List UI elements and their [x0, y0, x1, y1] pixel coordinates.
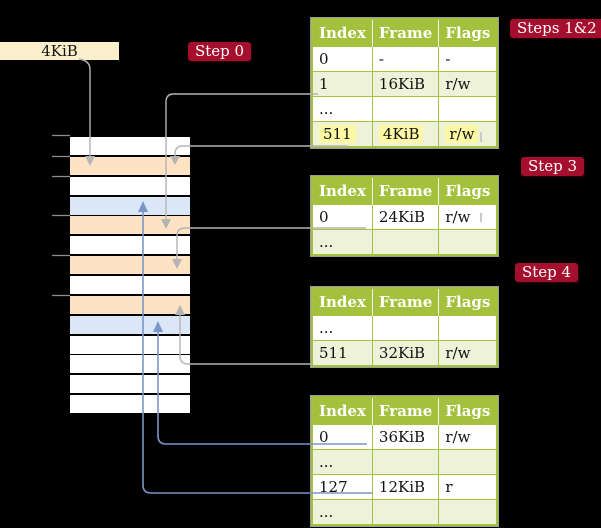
memory-frame-data-page: [70, 197, 190, 215]
memory-frame-page-table: [70, 256, 190, 274]
cell-flags: r/w: [438, 424, 498, 450]
table-row: ...: [311, 499, 498, 526]
page-table-level4: Index Frame Flags 0 - - 1 16KiB r/w ... …: [309, 17, 500, 149]
memory-frame-free: [70, 395, 190, 413]
cell-flags: r/w: [438, 71, 498, 97]
frame-boundary-ticks: [52, 134, 70, 297]
cell-flags: [438, 449, 498, 475]
memory-frame-free: [70, 177, 190, 195]
cell-flags: [438, 96, 498, 122]
step3-label: Step 3: [521, 157, 585, 176]
cell-frame: 12KiB: [371, 474, 440, 500]
col-header-frame: Frame: [371, 288, 439, 316]
table-row: 1 16KiB r/w: [311, 71, 498, 97]
cell-index: 511: [311, 121, 373, 148]
memory-frame-free: [70, 336, 190, 354]
highlighted-value: 4KiB: [378, 125, 424, 143]
col-header-index: Index: [312, 397, 373, 425]
memory-frame-free: [70, 137, 190, 155]
highlighted-value: r/w: [445, 125, 479, 143]
col-header-index: Index: [312, 177, 373, 205]
table-header-row: Index Frame Flags: [312, 19, 498, 47]
cell-frame: 16KiB: [371, 71, 440, 97]
cell-flags: r/w: [438, 340, 498, 367]
table-row: ...: [311, 449, 498, 475]
cell-index: ...: [311, 229, 373, 256]
table-header-row: Index Frame Flags: [312, 397, 498, 425]
cell-index: 1: [311, 71, 373, 97]
cell-flags: -: [438, 46, 498, 72]
col-header-flags: Flags: [438, 19, 498, 47]
cell-flags: r/w: [438, 204, 498, 230]
table-row: 0 36KiB r/w: [311, 424, 498, 450]
root-table-address-label: 4KiB: [41, 42, 78, 60]
cell-index: 0: [311, 424, 373, 450]
table-row: 0 24KiB r/w: [311, 204, 498, 230]
table-header-row: Index Frame Flags: [312, 288, 498, 316]
memory-frame-data-page: [70, 316, 190, 334]
memory-frame-page-table: [70, 216, 190, 234]
col-header-frame: Frame: [371, 19, 439, 47]
page-table-level2: Index Frame Flags ... 511 32KiB r/w: [309, 286, 500, 368]
col-header-index: Index: [312, 288, 373, 316]
table-row: 127 12KiB r: [311, 474, 498, 500]
table-row: ...: [311, 96, 498, 122]
cell-frame: 4KiB: [371, 121, 440, 148]
memory-frame-page-table: [70, 157, 190, 175]
cell-index: 0: [311, 204, 373, 230]
steps12-label: Steps 1&2: [510, 19, 601, 38]
physical-memory-strip: [70, 137, 190, 415]
cell-frame: [371, 315, 440, 341]
cell-index: 127: [311, 474, 373, 500]
step0-label: Step 0: [188, 42, 252, 61]
table-row: ...: [311, 315, 498, 341]
page-table-level1: Index Frame Flags 0 36KiB r/w ... 127 12…: [309, 395, 500, 527]
memory-frame-page-table: [70, 296, 190, 314]
page-table-level3: Index Frame Flags 0 24KiB r/w ...: [309, 175, 500, 257]
cell-index: ...: [311, 499, 373, 526]
table-row: 0 - -: [311, 46, 498, 72]
cell-flags: r: [438, 474, 498, 500]
cell-flags: r/w: [438, 121, 498, 148]
cell-frame: [371, 499, 440, 526]
cell-frame: [371, 449, 440, 475]
col-header-flags: Flags: [438, 397, 498, 425]
memory-frame-free: [70, 236, 190, 254]
cell-flags: [438, 229, 498, 256]
cell-index: 511: [311, 340, 373, 367]
col-header-frame: Frame: [371, 177, 439, 205]
cell-frame: 24KiB: [371, 204, 440, 230]
arrow-l2-entry511-to-frame-32kib: [179, 314, 312, 365]
memory-frame-free: [70, 355, 190, 373]
memory-frame-free: [70, 276, 190, 294]
cell-index: ...: [311, 449, 373, 475]
cell-frame: 32KiB: [371, 340, 440, 367]
table-row: 511 32KiB r/w: [311, 340, 498, 367]
root-table-address-box: 4KiB: [0, 42, 119, 60]
highlighted-value: 511: [319, 125, 356, 143]
cell-frame: [371, 229, 440, 256]
step4-label: Step 4: [515, 263, 579, 282]
cell-frame: -: [371, 46, 440, 72]
cell-flags: [438, 315, 498, 341]
memory-frame-free: [70, 375, 190, 393]
cell-index: 0: [311, 46, 373, 72]
table-row-highlighted: 511 4KiB r/w: [311, 121, 498, 148]
col-header-flags: Flags: [438, 288, 498, 316]
table-header-row: Index Frame Flags: [312, 177, 498, 205]
cell-frame: [371, 96, 440, 122]
cell-index: ...: [311, 96, 373, 122]
col-header-index: Index: [312, 19, 373, 47]
table-row: ...: [311, 229, 498, 256]
cell-flags: [438, 499, 498, 526]
cell-frame: 36KiB: [371, 424, 440, 450]
cell-index: ...: [311, 315, 373, 341]
col-header-flags: Flags: [438, 177, 498, 205]
col-header-frame: Frame: [371, 397, 439, 425]
